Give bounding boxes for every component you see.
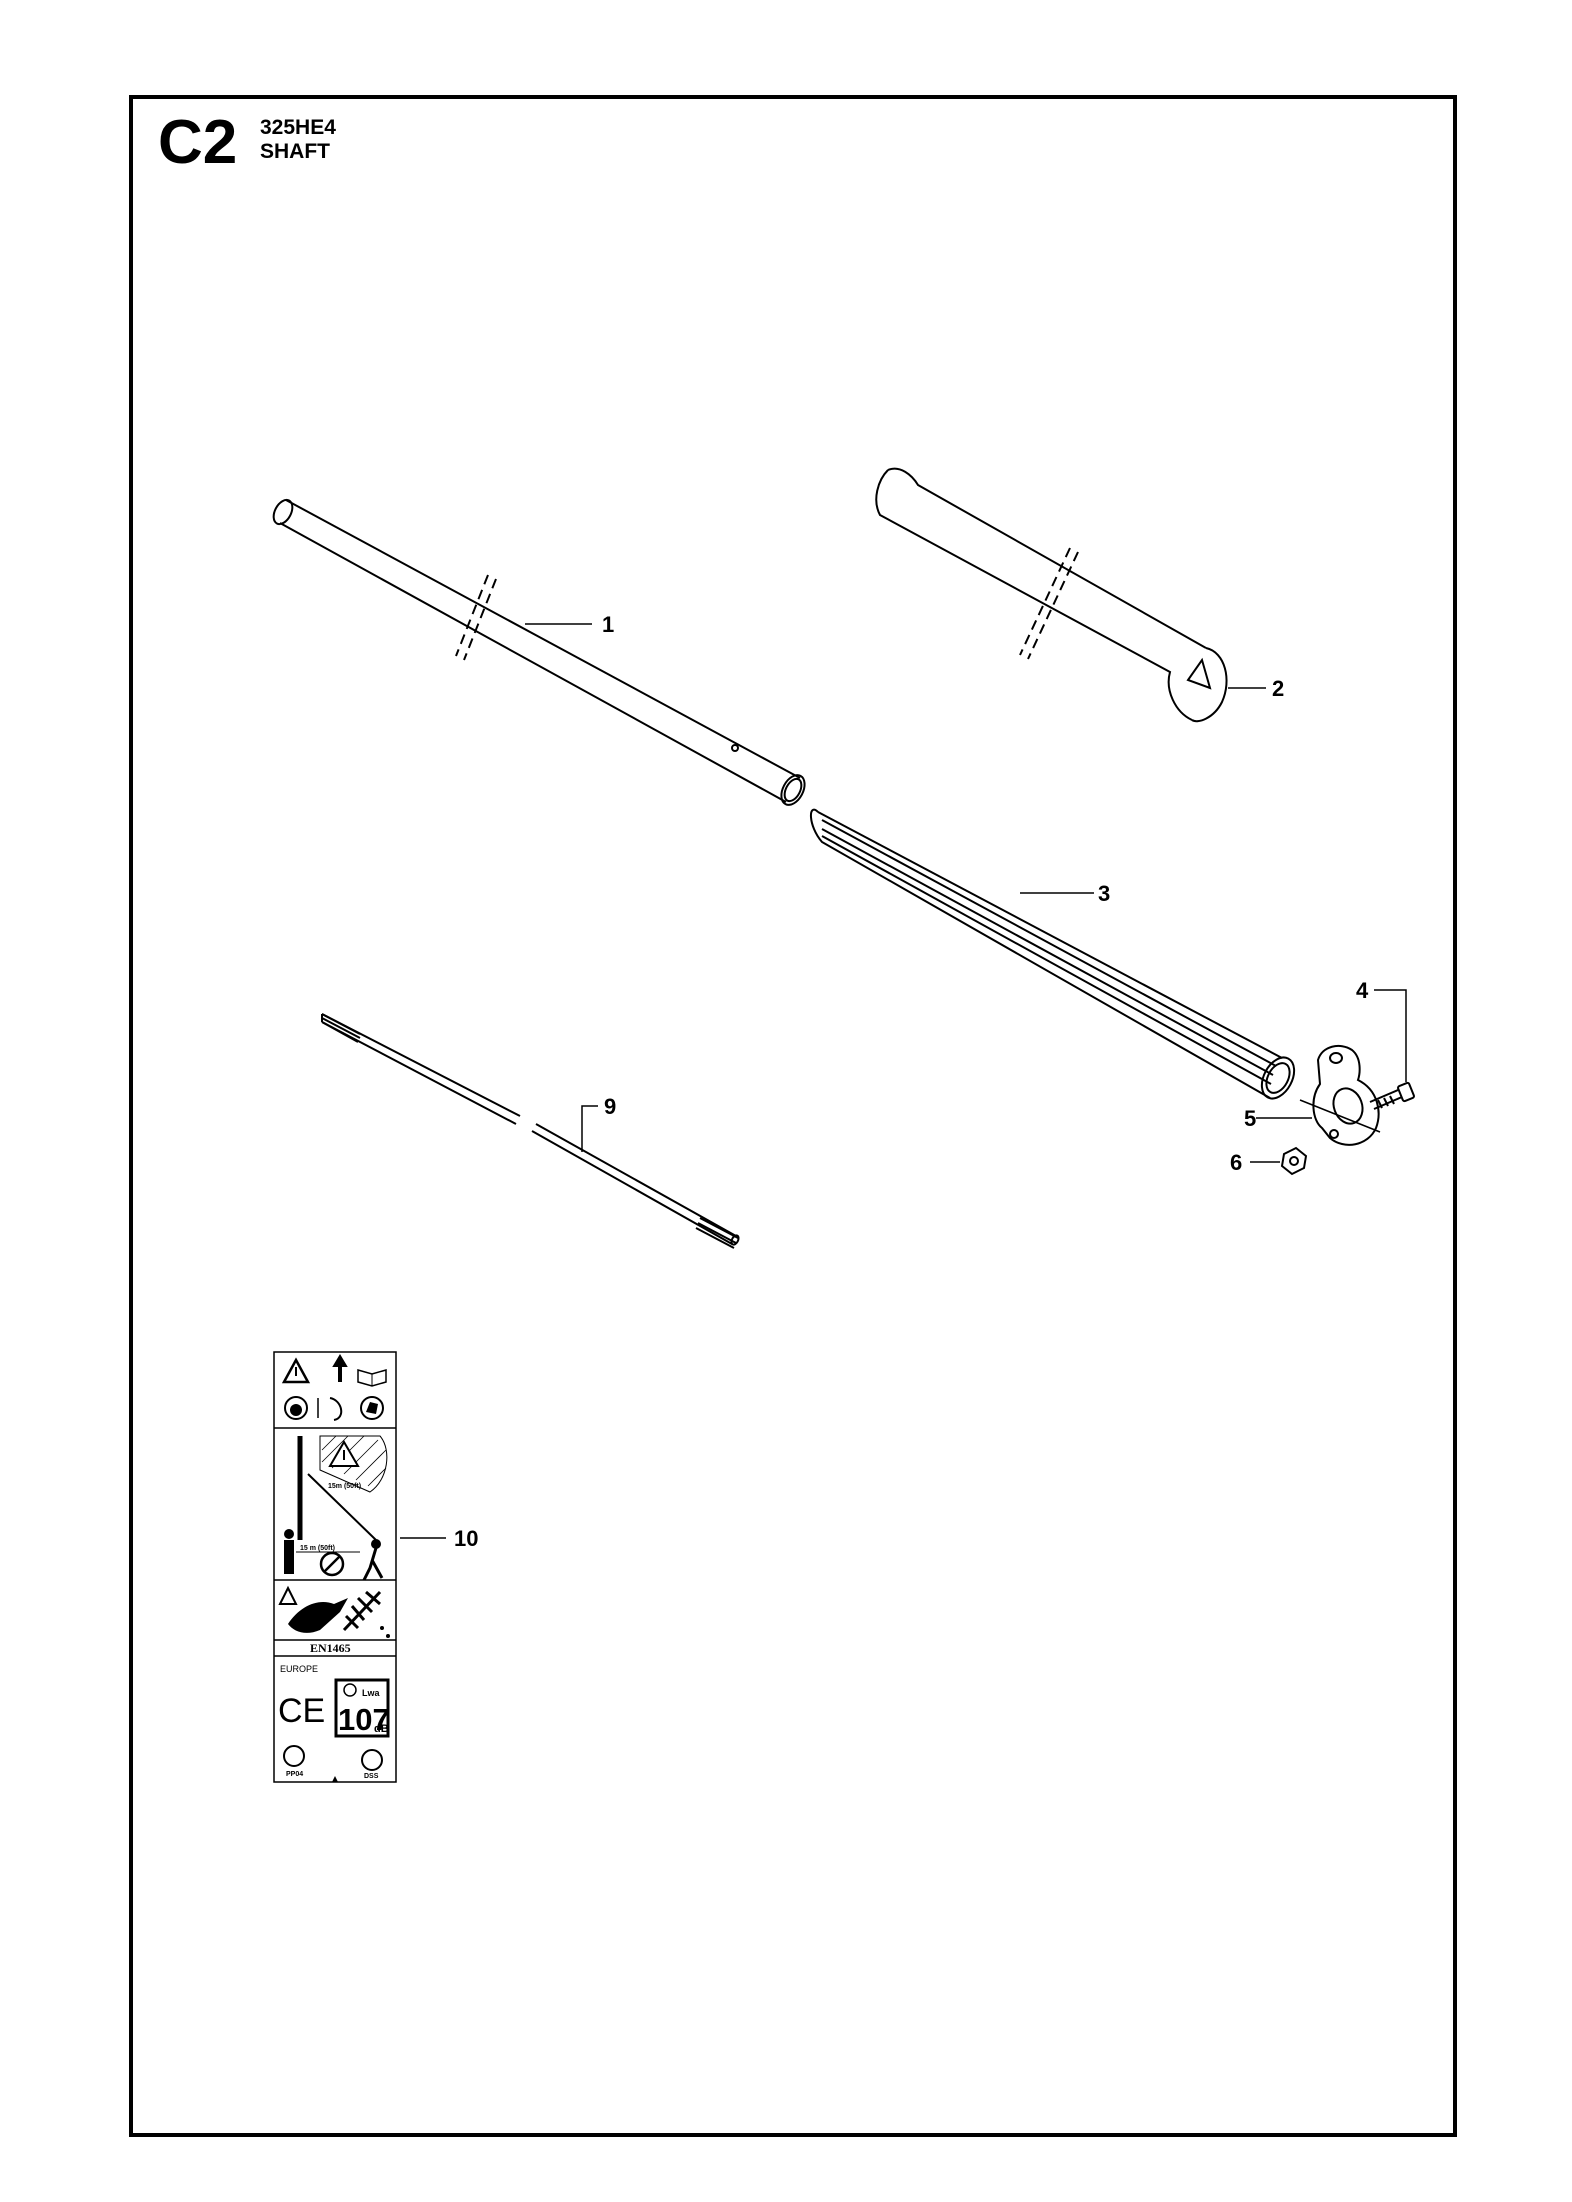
callout-10: 10 (454, 1526, 478, 1551)
part-10-label (273, 1351, 446, 1783)
model-name: 325HE4 (260, 116, 336, 139)
callout-9: 9 (604, 1094, 616, 1119)
callout-3: 3 (1098, 881, 1110, 906)
label-standard: EN1465 (310, 1641, 351, 1655)
callout-2: 2 (1272, 676, 1284, 701)
section-name: SHAFT (260, 140, 330, 163)
label-distance-2: 15 m (50ft) (300, 1545, 335, 1552)
label-lwa: Lwa (362, 1688, 380, 1698)
label-ce-mark: CE (278, 1692, 325, 1730)
part-4-screw (1369, 989, 1415, 1110)
label-cert-2: DSS (364, 1773, 379, 1780)
diagram-title: 325HE4 SHAFT (260, 116, 336, 164)
callout-6: 6 (1230, 1150, 1242, 1175)
part-2-tube (875, 467, 1266, 723)
label-sound-unit: dB (374, 1723, 389, 1735)
part-3-grip (810, 808, 1296, 1100)
callout-4: 4 (1356, 978, 1369, 1003)
part-5-clamp (1256, 1044, 1381, 1146)
part-1-tube (272, 498, 806, 806)
label-region: EUROPE (280, 1664, 318, 1674)
callout-5: 5 (1244, 1106, 1256, 1131)
label-cert-1: PP04 (286, 1771, 303, 1778)
page-frame (129, 95, 1457, 2137)
label-sound-value: 107 (338, 1702, 390, 1737)
part-9-driveshaft (321, 1013, 740, 1249)
part-6-nut (1250, 1146, 1308, 1176)
diagram-code: C2 (158, 108, 238, 177)
callout-1: 1 (602, 612, 614, 637)
label-distance-1: 15m (50ft) (328, 1483, 361, 1490)
